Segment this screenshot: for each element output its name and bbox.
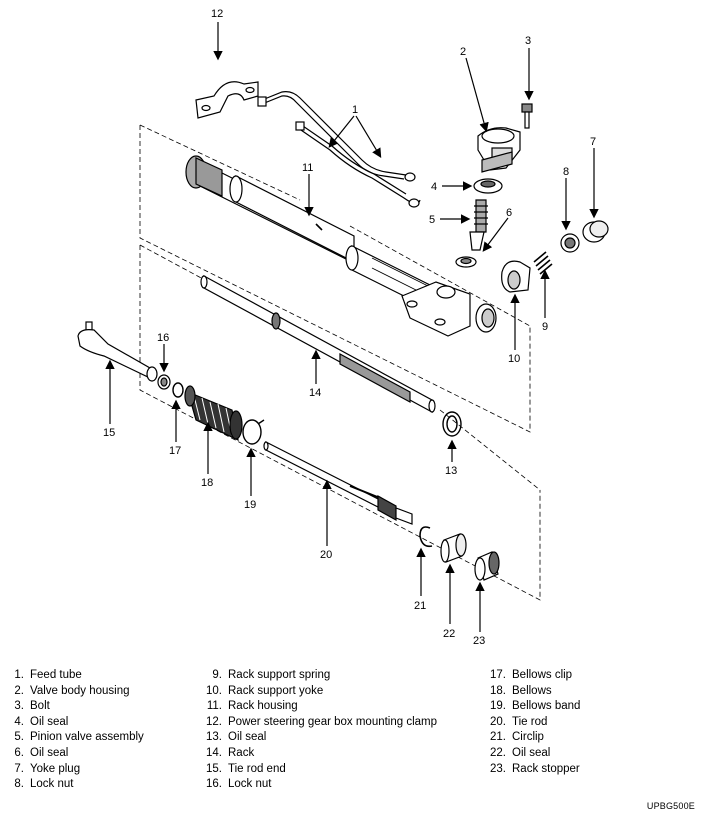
callout-2: 2 xyxy=(460,46,466,58)
callout-12: 12 xyxy=(211,8,223,20)
legend-item: 10.Rack support yoke xyxy=(206,684,324,697)
callout-23: 23 xyxy=(473,635,485,647)
rack-support-yoke-part xyxy=(501,260,531,293)
callout-14: 14 xyxy=(309,387,321,399)
callout-7: 7 xyxy=(590,136,596,148)
rack-housing-part xyxy=(185,155,497,337)
legend-item: 21.Circlip xyxy=(490,731,544,744)
callout-20: 20 xyxy=(320,549,332,561)
oil-seal-4-part xyxy=(473,178,503,194)
rack-stopper-part xyxy=(474,551,500,581)
tie-rod-part xyxy=(263,441,413,525)
figure-code: UPBG500E xyxy=(646,801,695,811)
callout-1: 1 xyxy=(352,104,358,116)
yoke-plug-part xyxy=(582,220,609,243)
exploded-view-diagram: 12 1 2 3 4 5 6 7 8 9 10 11 13 14 15 16 1… xyxy=(77,8,609,647)
leader-arrows xyxy=(105,22,599,632)
bellows-band-part xyxy=(242,419,265,445)
legend-column-2: 9.Rack support spring 10.Rack support yo… xyxy=(202,668,437,793)
callout-numbers: 12 1 2 3 4 5 6 7 8 9 10 11 13 14 15 16 1… xyxy=(103,8,596,647)
callout-10: 10 xyxy=(508,353,520,365)
feed-tube-part xyxy=(257,91,421,208)
legend-item: 6.Oil seal xyxy=(14,746,69,759)
callout-19: 19 xyxy=(244,499,256,511)
callout-4: 4 xyxy=(431,181,437,193)
oil-seal-13-part xyxy=(442,411,462,437)
mounting-clamp-part xyxy=(195,81,259,119)
bolt-part xyxy=(521,103,533,129)
callout-21: 21 xyxy=(414,600,426,612)
legend-item: 2.Valve body housing xyxy=(14,684,130,697)
legend-item: 7.Yoke plug xyxy=(14,762,81,775)
legend-item: 13.Oil seal xyxy=(206,731,267,744)
rack-support-spring-part xyxy=(533,251,553,275)
legend-item: 8.Lock nut xyxy=(14,778,74,791)
tie-rod-end-part xyxy=(77,321,158,382)
callout-15: 15 xyxy=(103,427,115,439)
legend-item: 16.Lock nut xyxy=(206,778,272,791)
legend-item: 5.Pinion valve assembly xyxy=(14,731,144,744)
circlip-part xyxy=(419,526,433,548)
callout-22: 22 xyxy=(443,628,455,640)
legend-item: 12.Power steering gear box mounting clam… xyxy=(206,715,438,728)
callout-17: 17 xyxy=(169,445,181,457)
bellows-clip-part xyxy=(172,382,184,398)
oil-seal-6-part xyxy=(455,256,477,268)
lock-nut-8-part xyxy=(560,233,580,253)
callout-3: 3 xyxy=(525,35,531,47)
callout-11: 11 xyxy=(302,162,313,174)
legend-item: 17.Bellows clip xyxy=(490,669,573,681)
callout-16: 16 xyxy=(157,332,169,344)
valve-body-housing-part xyxy=(477,127,521,173)
assembly-guide-lines xyxy=(139,124,541,601)
legend-item: 14.Rack xyxy=(206,746,255,759)
callout-6: 6 xyxy=(506,207,512,219)
lock-nut-16-part xyxy=(157,374,171,390)
callout-8: 8 xyxy=(563,166,569,178)
legend-column-3: 17.Bellows clip 18.Bellows 19.Bellows ba… xyxy=(486,668,580,777)
legend-column-1: 1.Feed tube 2.Valve body housing 3.Bolt … xyxy=(4,668,144,793)
legend-item: 15.Tie rod end xyxy=(206,762,286,775)
legend-item: 9.Rack support spring xyxy=(212,669,331,681)
callout-18: 18 xyxy=(201,477,213,489)
legend-item: 3.Bolt xyxy=(14,700,50,713)
legend-item: 20.Tie rod xyxy=(490,715,548,728)
callout-13: 13 xyxy=(445,465,457,477)
callout-5: 5 xyxy=(429,214,435,226)
callout-9: 9 xyxy=(542,321,548,333)
legend-item: 4.Oil seal xyxy=(14,715,69,728)
legend-item: 22.Oil seal xyxy=(490,746,551,759)
bellows-part xyxy=(184,385,243,442)
legend-item: 11.Rack housing xyxy=(206,700,298,713)
legend-item: 1.Feed tube xyxy=(14,669,82,681)
legend-item: 18.Bellows xyxy=(490,684,552,697)
legend-item: 19.Bellows band xyxy=(490,700,581,713)
pinion-valve-assembly-part xyxy=(469,199,488,251)
rack-part xyxy=(200,274,436,414)
oil-seal-22-part xyxy=(440,533,467,563)
legend-item: 23.Rack stopper xyxy=(490,762,580,775)
